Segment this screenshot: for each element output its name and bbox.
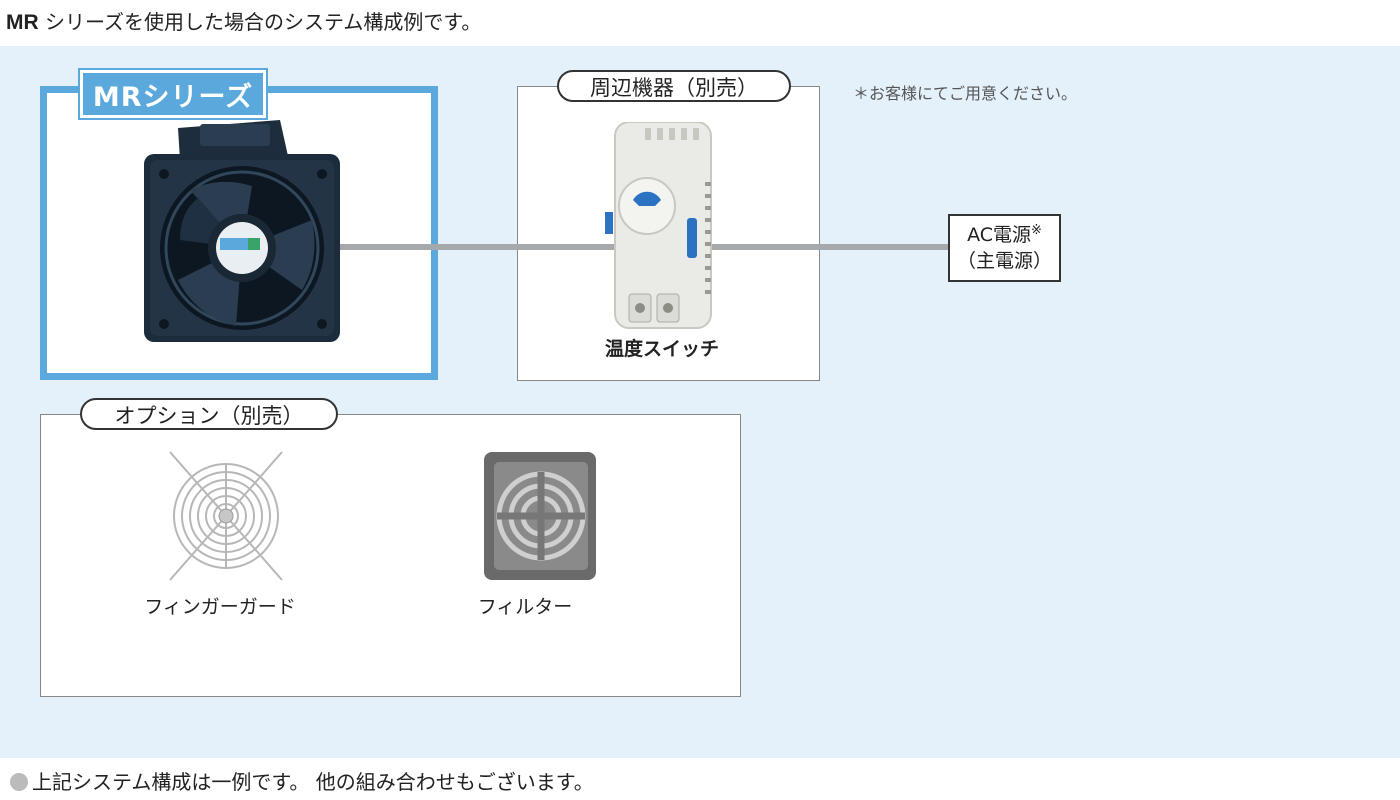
mr-series-tab: MRシリーズ [78, 68, 268, 120]
ac-power-label: AC電源 [967, 224, 1032, 246]
finger-guard-icon [169, 451, 283, 581]
ac-power-asterisk: ※ [1031, 223, 1042, 238]
options-title: オプション（別売） [80, 398, 338, 430]
caption-text: シリーズを使用した場合のシステム構成例です。 [38, 10, 482, 34]
finger-guard-label: フィンガーガード [144, 596, 296, 618]
filter-icon [484, 452, 596, 580]
filter-label: フィルター [477, 596, 573, 618]
footer-note: 上記システム構成は一例です。 他の組み合わせもございます。 [10, 766, 594, 795]
system-diagram: MRシリーズ 周辺機器（別売） ＊お客様にてご用意ください。 [0, 46, 1400, 758]
options-panel [40, 414, 741, 697]
caption-mr: MR [6, 11, 39, 34]
supply-note: ＊お客様にてご用意ください。 [853, 84, 1078, 103]
peripherals-title: 周辺機器（別売） [557, 70, 791, 102]
ac-power-box: AC電源※ （主電源） [948, 214, 1061, 282]
axial-fan-icon [144, 120, 340, 342]
main-power-label: （主電源） [956, 250, 1052, 272]
page-caption: MR シリーズを使用した場合のシステム構成例です。 [6, 6, 481, 35]
bullet-icon [10, 773, 28, 791]
temperature-switch-icon [605, 122, 712, 329]
footer-note-text: 上記システム構成は一例です。 他の組み合わせもございます。 [32, 770, 594, 794]
temperature-switch-label: 温度スイッチ [604, 338, 719, 360]
